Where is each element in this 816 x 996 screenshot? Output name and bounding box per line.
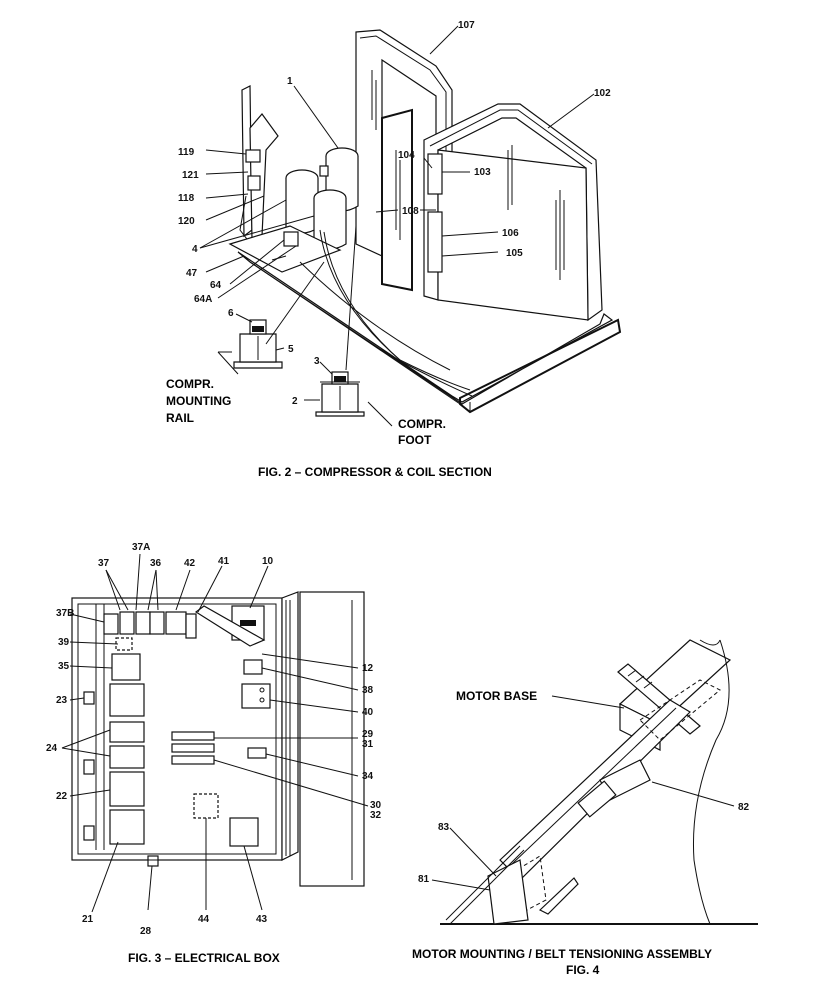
wiring-harness bbox=[299, 229, 473, 397]
label-64a: 64A bbox=[194, 294, 212, 305]
label-104: 104 bbox=[398, 150, 415, 161]
label-44: 44 bbox=[198, 914, 210, 925]
base-pan bbox=[237, 251, 622, 414]
label-47: 47 bbox=[186, 268, 198, 279]
label-22: 22 bbox=[56, 791, 68, 802]
label-121: 121 bbox=[182, 170, 199, 181]
label-29: 29 bbox=[362, 729, 374, 740]
label-81: 81 bbox=[418, 874, 430, 885]
label-120: 120 bbox=[178, 216, 195, 227]
label-41: 41 bbox=[218, 556, 230, 567]
label-1: 1 bbox=[287, 76, 293, 87]
rail-label-line2: MOUNTING bbox=[166, 394, 231, 408]
label-motor-base: MOTOR BASE bbox=[456, 689, 537, 703]
label-35: 35 bbox=[58, 661, 70, 672]
fig4-motor-mounting: MOTOR BASE 82 83 81 MOTOR MOUNTING / BEL… bbox=[412, 639, 758, 977]
fig2-caption: FIG. 2 – COMPRESSOR & COIL SECTION bbox=[258, 465, 492, 479]
label-21: 21 bbox=[82, 914, 94, 925]
label-24: 24 bbox=[46, 743, 58, 754]
compr-foot-detail bbox=[315, 371, 365, 417]
label-103: 103 bbox=[474, 167, 491, 178]
label-40: 40 bbox=[362, 707, 374, 718]
coil-102 bbox=[423, 103, 603, 322]
label-108: 108 bbox=[402, 206, 419, 217]
fig3-caption: FIG. 3 – ELECTRICAL BOX bbox=[128, 951, 280, 965]
fig4-caption-line1: MOTOR MOUNTING / BELT TENSIONING ASSEMBL… bbox=[412, 947, 712, 961]
fig2-leader-lines bbox=[199, 25, 595, 427]
label-102: 102 bbox=[594, 88, 611, 99]
label-5: 5 bbox=[288, 344, 294, 355]
label-34: 34 bbox=[362, 771, 374, 782]
rail-label-line1: COMPR. bbox=[166, 377, 214, 391]
fig4-caption-line2: FIG. 4 bbox=[566, 963, 600, 977]
label-30: 30 bbox=[370, 800, 382, 811]
label-36: 36 bbox=[150, 558, 162, 569]
label-31: 31 bbox=[362, 739, 374, 750]
label-6: 6 bbox=[228, 308, 234, 319]
label-32: 32 bbox=[370, 810, 382, 821]
label-119: 119 bbox=[178, 147, 195, 158]
mounting-plate bbox=[228, 225, 342, 273]
box-door bbox=[299, 591, 365, 887]
label-107: 107 bbox=[458, 20, 475, 31]
label-37: 37 bbox=[98, 558, 110, 569]
label-28: 28 bbox=[140, 926, 152, 937]
label-3: 3 bbox=[314, 356, 320, 367]
label-38: 38 bbox=[362, 685, 374, 696]
label-23: 23 bbox=[56, 695, 68, 706]
foot-label-line1: COMPR. bbox=[398, 417, 446, 431]
foot-label-line2: FOOT bbox=[398, 433, 432, 447]
label-64: 64 bbox=[210, 280, 222, 291]
fig3-leader-lines bbox=[61, 553, 369, 913]
label-2: 2 bbox=[292, 396, 298, 407]
compr-mounting-rail-detail bbox=[233, 319, 283, 369]
label-12: 12 bbox=[362, 663, 374, 674]
rail-label-line3: RAIL bbox=[166, 411, 194, 425]
fig3-electrical-box: 37 37A 36 42 41 10 37B 39 35 12 38 23 40… bbox=[46, 542, 382, 965]
fig2-compressor-coil-section: 107 102 1 119 121 118 120 4 47 64 64A 10… bbox=[166, 20, 622, 479]
label-37b: 37B bbox=[56, 608, 74, 619]
label-37a: 37A bbox=[132, 542, 150, 553]
label-83: 83 bbox=[438, 822, 450, 833]
label-106: 106 bbox=[502, 228, 519, 239]
label-118: 118 bbox=[178, 193, 195, 204]
label-10: 10 bbox=[262, 556, 274, 567]
label-42: 42 bbox=[184, 558, 196, 569]
label-4: 4 bbox=[192, 244, 198, 255]
label-82: 82 bbox=[738, 802, 750, 813]
label-43: 43 bbox=[256, 914, 268, 925]
label-105: 105 bbox=[506, 248, 523, 259]
label-39: 39 bbox=[58, 637, 70, 648]
